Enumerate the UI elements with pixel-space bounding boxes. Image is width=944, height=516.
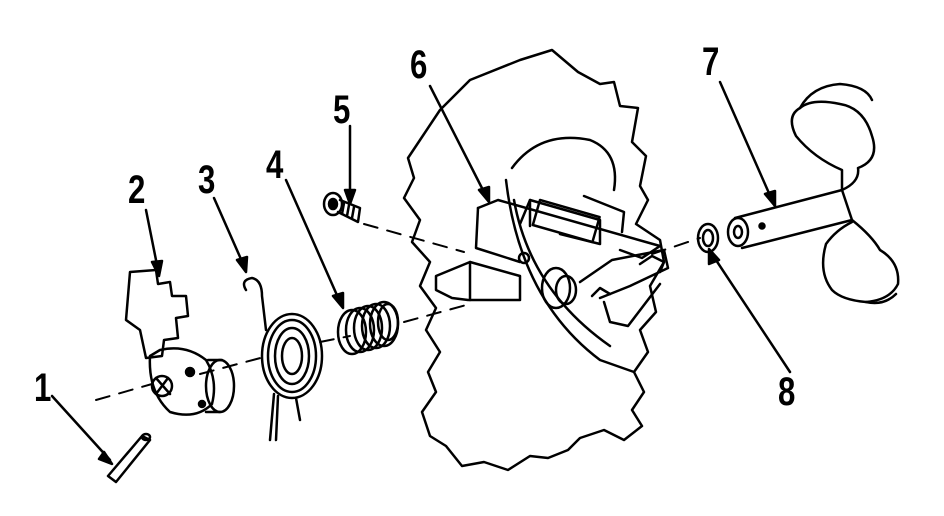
part-3-torsion-spring <box>242 276 324 442</box>
part-4-coil-spring <box>336 300 400 356</box>
part-7-winding-key <box>726 82 900 305</box>
callout-2: 2 <box>128 168 146 212</box>
part-1-pin <box>106 432 152 484</box>
part-2-lever-hub <box>124 268 236 416</box>
callout-6: 6 <box>410 43 428 87</box>
callout-7: 7 <box>702 40 720 84</box>
part-5-screw <box>322 191 362 224</box>
callout-4: 4 <box>266 143 284 187</box>
part-6-backing-plate <box>402 48 670 472</box>
leader-lines <box>50 80 792 466</box>
callout-5: 5 <box>333 88 351 132</box>
callout-8: 8 <box>778 370 796 414</box>
callout-3: 3 <box>198 158 216 202</box>
callout-1: 1 <box>34 366 52 410</box>
